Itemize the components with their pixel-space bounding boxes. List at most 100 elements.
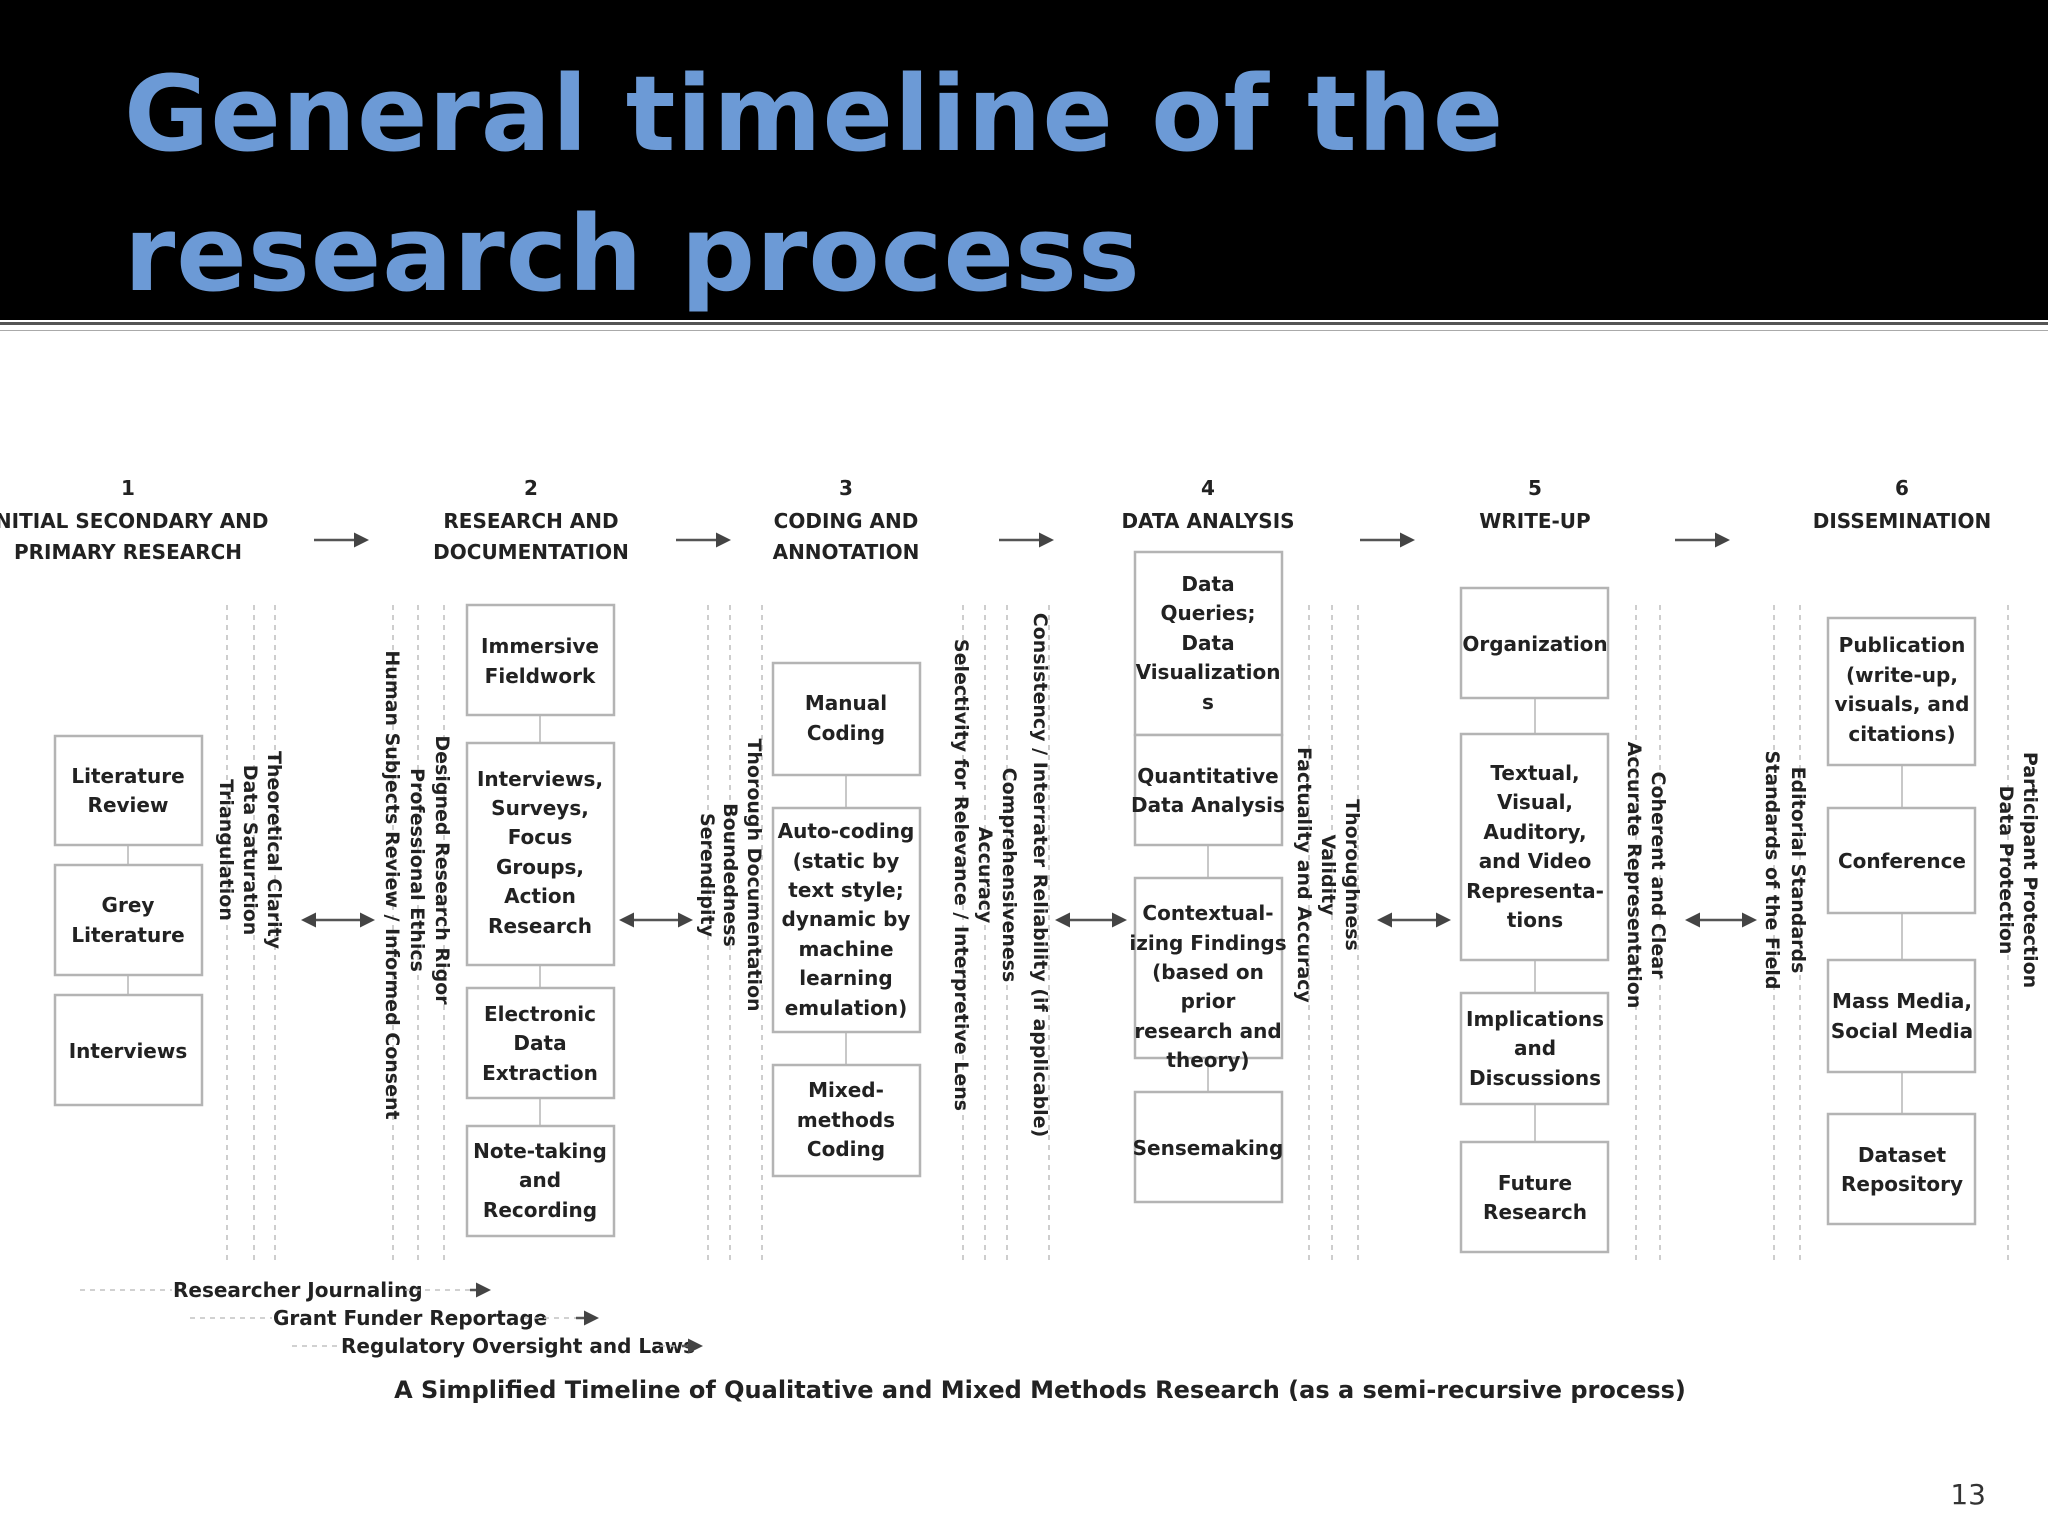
process-box: Future Research xyxy=(1459,1140,1610,1254)
process-box: Data Queries; Data Visualization s xyxy=(1133,550,1284,737)
box-text-line: Literature xyxy=(71,764,184,788)
header-divider xyxy=(0,322,2048,325)
box-text-line: Repository xyxy=(1841,1172,1963,1196)
criteria-label: Factuality and Accuracy xyxy=(1293,747,1315,1003)
box-text-line: Interviews, xyxy=(477,767,603,791)
criteria-label: Triangulation xyxy=(215,779,237,921)
box-text-line: Coding xyxy=(807,1137,885,1161)
phase-header-6: 6 DISSEMINATION xyxy=(1813,476,1991,533)
header-divider-thin xyxy=(0,330,2048,331)
box-text-line: Action xyxy=(504,884,576,908)
box-text-line: prior xyxy=(1181,989,1236,1013)
box-text-line: Focus xyxy=(508,825,573,849)
criteria-label: Data Saturation xyxy=(239,765,261,936)
phase-number: 3 xyxy=(839,476,853,500)
process-box: Grey Literature xyxy=(53,863,204,977)
research-timeline-diagram: 1 INITIAL SECONDARY AND PRIMARY RESEARCH… xyxy=(0,476,2041,1404)
phase-header-2: 2 RESEARCH AND DOCUMENTATION xyxy=(433,476,629,564)
box-text-line: and xyxy=(519,1168,561,1192)
phase-title-line: DISSEMINATION xyxy=(1813,509,1991,533)
phase-header-4: 4 DATA ANALYSIS xyxy=(1121,476,1294,533)
box-text-line: Review xyxy=(88,793,169,817)
criteria-label: Thoroughness xyxy=(1341,799,1363,951)
ongoing-item: Regulatory Oversight and Laws xyxy=(341,1334,695,1358)
box-text-line: (static by xyxy=(793,849,900,873)
criteria-label: Standards of the Field xyxy=(1761,751,1783,990)
criteria-phase-3: Selectivity for Relevance / Interpretive… xyxy=(950,613,1051,1138)
box-text-line: Fieldwork xyxy=(485,664,596,688)
box-text-line: Representa- xyxy=(1466,879,1604,903)
phase-number: 1 xyxy=(121,476,135,500)
process-box: Dataset Repository xyxy=(1826,1112,1977,1226)
box-text-line: text style; xyxy=(788,878,903,902)
page-number: 13 xyxy=(1950,1478,1986,1511)
phase-number: 2 xyxy=(524,476,538,500)
box-text-line: Dataset xyxy=(1858,1143,1947,1167)
criteria-label: Professional Ethics xyxy=(406,768,428,972)
box-text-line: (write-up, xyxy=(1846,663,1958,687)
box-text-line: learning xyxy=(799,966,892,990)
criteria-phase-6: Data Protection Participant Protection xyxy=(1995,752,2041,988)
box-text-line: Research xyxy=(488,914,592,938)
box-text-line: Publication xyxy=(1839,633,1966,657)
box-text-line: Organization xyxy=(1462,632,1607,656)
box-text-line: Data Analysis xyxy=(1131,793,1285,817)
slide-title: General timeline of the research process xyxy=(124,53,1505,315)
box-text-line: Electronic xyxy=(484,1002,596,1026)
criteria-phase-4: Factuality and Accuracy Validity Thoroug… xyxy=(1293,747,1363,1003)
process-box: Note-taking and Recording xyxy=(465,1124,616,1238)
criteria-label: Comprehensiveness xyxy=(998,768,1020,983)
phase-title-line: PRIMARY RESEARCH xyxy=(14,540,242,564)
box-text-line: Manual xyxy=(805,691,887,715)
box-text-line: Data xyxy=(1181,572,1234,596)
box-text-line: Interviews xyxy=(69,1039,188,1063)
box-text-line: Note-taking xyxy=(473,1139,607,1163)
criteria-phase-2-review: Human Subjects Review / Informed Consent xyxy=(381,650,403,1119)
criteria-phase-3-before: Serendipity Boundedness Thorough Documen… xyxy=(696,738,765,1011)
criteria-label: Coherent and Clear xyxy=(1647,772,1669,980)
box-text-line: izing Findings xyxy=(1129,931,1286,955)
box-text-line: Mixed- xyxy=(808,1078,884,1102)
box-text-line: Grey xyxy=(102,893,155,917)
box-text-line: Queries; xyxy=(1161,601,1256,625)
criteria-label: Thorough Documentation xyxy=(743,738,765,1011)
box-text-line: machine xyxy=(798,937,893,961)
box-text-line: methods xyxy=(797,1108,895,1132)
box-text-line: Conference xyxy=(1838,849,1966,873)
diagram-caption: A Simplified Timeline of Qualitative and… xyxy=(394,1376,1686,1404)
process-box: Literature Review xyxy=(53,734,204,847)
process-box: Auto-coding (static by text style; dynam… xyxy=(771,806,922,1034)
process-box: Contextual- izing Findings (based on pri… xyxy=(1129,876,1287,1072)
box-text-line: Data xyxy=(513,1031,566,1055)
criteria-label: Selectivity for Relevance / Interpretive… xyxy=(950,639,972,1111)
process-box: Mixed- methods Coding xyxy=(771,1063,922,1178)
slide-header: General timeline of the research process xyxy=(0,0,2048,320)
box-text-line: Auditory, xyxy=(1483,820,1586,844)
ongoing-item: Grant Funder Reportage xyxy=(273,1306,547,1330)
box-text-line: Contextual- xyxy=(1142,901,1273,925)
criteria-label: Participant Protection xyxy=(2019,752,2041,988)
phase-number: 5 xyxy=(1528,476,1542,500)
box-text-line: Visual, xyxy=(1497,790,1573,814)
process-box: Sensemaking xyxy=(1133,1090,1284,1204)
box-text-line: Research xyxy=(1483,1200,1587,1224)
box-text-line: Surveys, xyxy=(491,796,589,820)
ongoing-activities: Researcher Journaling Grant Funder Repor… xyxy=(80,1278,703,1358)
phase-title-line: WRITE-UP xyxy=(1479,509,1590,533)
criteria-label: Consistency / Interrater Reliability (if… xyxy=(1029,613,1051,1138)
box-text-line: theory) xyxy=(1166,1048,1249,1072)
criteria-label: Theoretical Clarity xyxy=(263,751,285,950)
box-text-line: Discussions xyxy=(1469,1066,1601,1090)
box-text-line: Quantitative xyxy=(1137,764,1278,788)
box-text-line: and Video xyxy=(1479,849,1592,873)
phase-title-line: CODING AND xyxy=(774,509,919,533)
dotted-guides xyxy=(226,605,2009,1265)
box-text-line: Sensemaking xyxy=(1133,1136,1284,1160)
process-box: Implications and Discussions xyxy=(1459,991,1610,1106)
box-text-line: Implications xyxy=(1466,1007,1604,1031)
process-box: Publication (write-up, visuals, and cita… xyxy=(1826,616,1977,767)
criteria-label: Data Protection xyxy=(1995,786,2017,955)
box-text-line: Immersive xyxy=(481,634,599,658)
process-box: Conference xyxy=(1826,806,1977,915)
criteria-phase-2: Professional Ethics Designed Research Ri… xyxy=(406,735,453,1005)
